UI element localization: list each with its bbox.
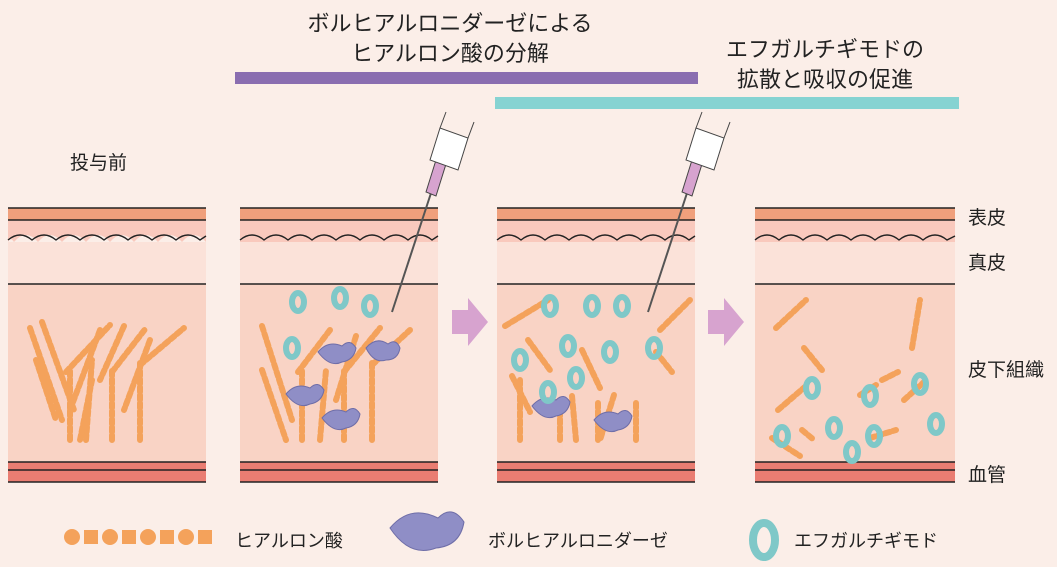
label-vessel: 血管 [968, 464, 1007, 486]
enzyme-particles [285, 340, 633, 433]
panel-1 [7, 207, 207, 483]
efgartigimod-title: エフガルチギモドの 拡散と吸収の促進 [690, 36, 960, 96]
legend-antibody-icon [749, 519, 779, 561]
efgartigimod-phase-bar [495, 97, 959, 109]
enzyme-title: ボルヒアルロニダーゼによる ヒアルロン酸の分解 [250, 10, 650, 70]
legend-hyaluronic-label: ヒアルロン酸 [235, 531, 343, 552]
step-arrow-1 [452, 298, 488, 346]
label-dermis: 真皮 [968, 252, 1007, 274]
step-arrow-2 [708, 298, 744, 346]
enzyme-title-line1: ボルヒアルロニダーゼによる [307, 12, 593, 37]
legend-enzyme-icon [389, 511, 465, 551]
label-subcutaneous: 皮下組織 [968, 359, 1045, 381]
efgartigimod-particles [283, 286, 945, 464]
pre-dose-label: 投与前 [70, 152, 128, 174]
panel-2 [239, 207, 439, 483]
efgartigimod-title-line2: 拡散と吸収の促進 [736, 68, 913, 93]
syringe-1 [391, 111, 475, 313]
enzyme-title-line2: ヒアルロン酸の分解 [351, 42, 549, 67]
legend-enzyme-label: ボルヒアルロニダーゼ [488, 531, 668, 552]
enzyme-phase-bar [235, 72, 698, 84]
label-epidermis: 表皮 [968, 207, 1007, 229]
legend-hyaluronic-icon [64, 529, 212, 545]
efgartigimod-title-line1: エフガルチギモドの [725, 38, 924, 63]
legend-antibody-label: エフガルチギモド [794, 531, 938, 552]
syringe-2 [647, 111, 731, 313]
